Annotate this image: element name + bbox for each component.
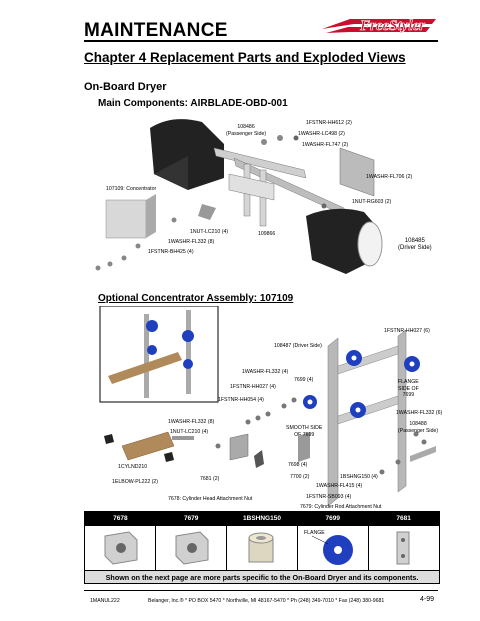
label-108486-side: (Passenger Side) [226,130,267,137]
label-smooth-side-2: OF 7699 [294,431,315,438]
label-bshng150: 1BSHNG150 (4) [340,474,378,480]
footer-address: Belanger, Inc.® * PO BOX 5470 * Northvil… [148,598,385,604]
main-components-heading: Main Components: AIRBLADE-OBD-001 [98,98,288,109]
next-page-banner: Shown on the next page are more parts sp… [84,570,440,584]
main-components-diagram [84,108,440,288]
footer-rule [84,590,438,591]
parts-col-1bshng150: 1BSHNG150 [243,515,281,522]
chapter-title: Chapter 4 Replacement Parts and Exploded… [84,50,406,65]
label-108488-num: 108488 [409,421,427,427]
part-7678-image [85,526,156,570]
flange-label: FLANGE [304,530,325,536]
label-109866: 109866 [258,231,276,237]
label-washr-fl332-6: 1WASHR-FL332 (6) [396,410,443,416]
parts-col-7678: 7678 [113,515,128,522]
label-washr-fl332-8: 1WASHR-FL332 (8) [168,419,215,425]
label-fstnr-hh027-4: 1FSTNR-HH027 (4) [230,384,276,390]
parts-col-7679: 7679 [183,515,199,522]
label-washr-fl415: 1WASHR-FL415 (4) [316,483,363,489]
label-fstnr-hh054: 1FSTNR-HH054 (4) [218,397,264,403]
label-smooth-side: SMOOTH SIDE OF 7699 [286,425,322,438]
label-nut-rg603: 1NUT-RG603 (2) [352,199,392,205]
label-fstnr-hh027-6: 1FSTNR-HH027 (6) [384,328,430,334]
parts-table: 7678 7679 1BSHNG150 7699 7681 FLANGE [84,511,440,571]
label-7679: 7679: Cylinder Rod Attachment Nut [300,504,382,510]
label-washr-fl706: 1WASHR-FL706 (2) [366,174,413,180]
label-elbow: 1ELBOW-PL222 (2) [112,479,159,485]
label-fstnr-hh612: 1FSTNR-HH612 (2) [306,120,352,126]
label-nut-lc210: 1NUT-LC210 (4) [190,229,229,235]
label-108485-num: 108485 [404,238,425,244]
label-washr-fl747: 1WASHR-FL747 (2) [302,142,349,148]
footer-manual-code: 1MANUL222 [90,598,120,604]
label-108486-num: 108486 [237,124,255,130]
label-nut-lc210-4: 1NUT-LC210 (4) [170,429,209,435]
part-bshng150-image [227,526,298,570]
part-7679-image [156,526,227,570]
part-7699-image: FLANGE [298,526,369,570]
label-flange-side-2: SIDE OF [398,385,419,392]
concentrator-assembly-diagram [98,305,440,510]
label-7698: 7698 (4) [288,462,308,468]
page-number: 4-99 [420,596,435,603]
label-7700: 7700 (2) [290,474,310,480]
label-7681: 7681 (2) [200,476,220,482]
parts-col-7699: 7699 [325,515,341,522]
label-108487: 108487 (Driver Side) [274,343,322,349]
label-fstnr-bh425: 1FSTNR-BH425 (4) [148,249,194,255]
concentrator-assembly-heading: Optional Concentrator Assembly: 107109 [98,293,294,304]
parts-table-body: FLANGE [85,526,439,570]
freestyler-logo: FreeStyler [320,13,438,37]
label-108486: 108486 (Passenger Side) [226,124,266,137]
page-header-title: MAINTENANCE [84,20,228,41]
label-108485: 108485 (Driver Side) [398,238,432,252]
label-108488-side: (Passenger Side) [398,427,439,434]
label-smooth-side-1: SMOOTH SIDE [286,425,323,431]
label-washr-lc498: 1WASHR-LC498 (2) [298,131,345,137]
label-7678: 7678: Cylinder Head Attachment Nut [168,496,253,502]
label-108485-side: (Driver Side) [398,245,432,251]
parts-col-7681: 7681 [396,515,411,522]
label-fstnr-sb093: 1FSTNR-SB093 (4) [306,494,352,500]
label-flange-side-3: 7699 [402,392,415,398]
part-7681-image [369,526,439,570]
label-flange-side-1: FLANGE [398,379,419,385]
parts-table-header: 7678 7679 1BSHNG150 7699 7681 [85,512,439,526]
header-rule [84,40,438,42]
section-title: On-Board Dryer [84,81,167,93]
label-washr-fl332-4: 1WASHR-FL332 (4) [242,369,289,375]
label-washr-fl332: 1WASHR-FL332 (8) [168,239,215,245]
label-flange-side: FLANGE SIDE OF 7699 [398,379,419,399]
svg-text:FreeStyler: FreeStyler [359,18,425,34]
label-7699-4: 7699 (4) [294,377,314,383]
label-108488: 108488 (Passenger Side) [398,421,438,434]
label-cylnd210: 1CYLND210 [118,464,148,470]
label-concentrator: 107109: Concentrator [106,186,157,192]
